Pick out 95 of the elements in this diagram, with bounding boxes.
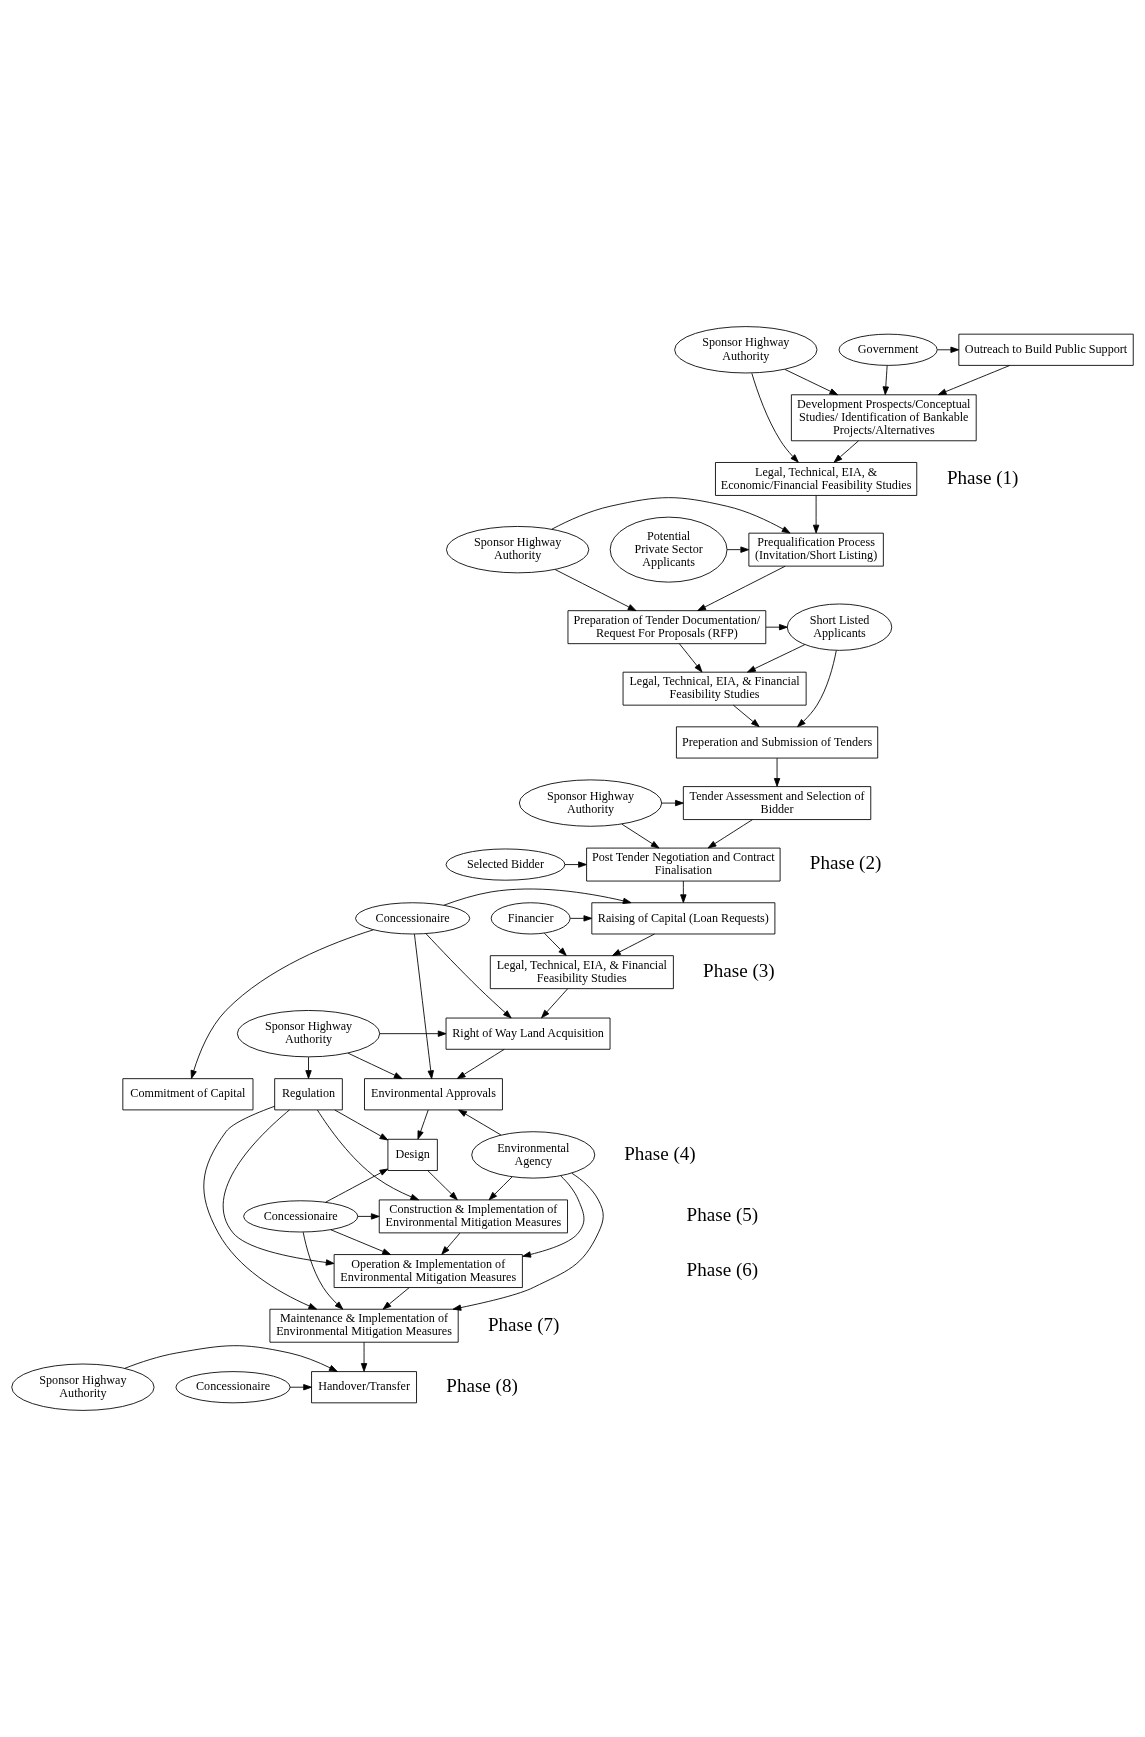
arrow bbox=[443, 888, 632, 906]
arrow bbox=[661, 799, 684, 807]
node-box: Legal, Technical, EIA, & Financial Feasibility Studies bbox=[489, 955, 674, 990]
node-box: Design bbox=[387, 1138, 438, 1171]
arrow bbox=[203, 1105, 318, 1310]
arrow bbox=[569, 915, 593, 922]
arrow bbox=[289, 1384, 312, 1391]
node-ellipse: Concessionaire bbox=[175, 1371, 291, 1404]
node-box: Legal, Technical, EIA, & Financial Feasibility Studies bbox=[622, 671, 807, 706]
node-box: Operation & Implementation of Environmental Mitigation Measures bbox=[333, 1254, 523, 1288]
arrow bbox=[765, 624, 788, 631]
arrow bbox=[882, 365, 889, 396]
node-box: Handover/Transfer bbox=[311, 1371, 417, 1404]
arrow bbox=[543, 932, 567, 956]
arrow bbox=[812, 495, 820, 534]
node-box: Raising of Capital (Loan Requests) bbox=[591, 902, 776, 935]
arrow bbox=[452, 1172, 604, 1311]
arrow bbox=[833, 440, 860, 463]
node-box: Environmental Approvals bbox=[364, 1078, 503, 1111]
arrow bbox=[302, 1231, 344, 1310]
arrow bbox=[357, 1213, 380, 1220]
node-box: Development Prospects/Conceptual Studies/ Identification of Bankable Projects/Alternatives bbox=[790, 394, 977, 442]
node-ellipse: Potential Private Sector Applicants bbox=[609, 516, 728, 583]
arrow bbox=[427, 1170, 458, 1201]
arrow bbox=[414, 933, 434, 1080]
arrow bbox=[784, 369, 839, 396]
arrow bbox=[441, 1232, 461, 1255]
label: Phase (5) bbox=[686, 1204, 759, 1226]
label: Phase (8) bbox=[446, 1375, 518, 1397]
arrow bbox=[937, 346, 960, 353]
arrow bbox=[697, 565, 786, 612]
arrow bbox=[522, 1175, 585, 1258]
arrow bbox=[680, 880, 687, 904]
node-box: Commitment of Capital bbox=[122, 1078, 254, 1111]
arrow bbox=[347, 1052, 403, 1080]
node-box: Construction & Implementation of Environmental Mitigation Measures bbox=[378, 1199, 568, 1234]
arrow bbox=[382, 1287, 410, 1310]
node-ellipse: Selected Bidder bbox=[445, 848, 566, 881]
arrow bbox=[488, 1176, 513, 1201]
node-box: Post Tender Negotiation and Contract Finalisation bbox=[586, 847, 781, 882]
node-ellipse: Sponsor Highway Authority bbox=[674, 326, 818, 374]
node-box: Prequalification Process (Invitation/Short Listing) bbox=[748, 532, 884, 567]
arrow bbox=[621, 823, 660, 849]
node-ellipse: Sponsor Highway Authority bbox=[236, 1010, 381, 1058]
arrow bbox=[124, 1345, 338, 1372]
arrow bbox=[564, 861, 587, 868]
arrow bbox=[305, 1056, 312, 1079]
arrow bbox=[551, 497, 791, 534]
node-box: Preperation and Submission of Tenders bbox=[675, 726, 879, 759]
arrow bbox=[330, 1229, 391, 1255]
node-box: Regulation bbox=[274, 1078, 343, 1111]
node-ellipse: Sponsor Highway Authority bbox=[518, 779, 663, 827]
node-box: Preparation of Tender Documentation/ Request For Proposals (RFP) bbox=[567, 610, 767, 645]
arrow bbox=[707, 819, 753, 849]
arrow bbox=[747, 644, 806, 673]
arrow bbox=[190, 929, 374, 1079]
arrow bbox=[612, 933, 655, 956]
arrow bbox=[458, 1109, 502, 1136]
arrow bbox=[751, 372, 799, 463]
node-ellipse: Short Listed Applicants bbox=[786, 603, 893, 651]
node-ellipse: Government bbox=[838, 333, 938, 366]
node-box: Maintenance & Implementation of Environmental Mitigation Measures bbox=[269, 1308, 459, 1343]
label: Phase (6) bbox=[686, 1258, 759, 1280]
arrow bbox=[417, 1109, 429, 1140]
node-box: Legal, Technical, EIA, & Economic/Financial Feasibility Studies bbox=[715, 462, 918, 496]
arrow bbox=[678, 643, 703, 673]
label: Phase (2) bbox=[809, 852, 882, 874]
arrow bbox=[360, 1341, 368, 1372]
arrow bbox=[425, 933, 512, 1019]
node-ellipse: Concessionaire bbox=[355, 902, 471, 935]
node-ellipse: Concessionaire bbox=[243, 1200, 359, 1233]
arrow bbox=[316, 1109, 420, 1201]
node-ellipse: Environmental Agency bbox=[471, 1131, 596, 1179]
arrow bbox=[797, 650, 837, 728]
label: Phase (7) bbox=[487, 1313, 560, 1335]
arrow bbox=[325, 1168, 389, 1203]
label: Phase (1) bbox=[946, 466, 1019, 488]
node-box: Outreach to Build Public Support bbox=[958, 333, 1134, 366]
arrow bbox=[937, 365, 1011, 396]
node-ellipse: Sponsor Highway Authority bbox=[446, 526, 590, 574]
arrow bbox=[554, 569, 637, 612]
arrow bbox=[732, 704, 760, 728]
arrow bbox=[726, 546, 750, 553]
node-box: Right of Way Land Acquisition bbox=[445, 1017, 611, 1050]
label: Phase (3) bbox=[703, 960, 775, 982]
arrow bbox=[773, 757, 781, 787]
arrow bbox=[334, 1109, 389, 1141]
arrow bbox=[223, 1109, 335, 1266]
arrow bbox=[456, 1048, 505, 1079]
label: Phase (4) bbox=[624, 1142, 696, 1164]
arrow bbox=[379, 1030, 447, 1037]
node-ellipse: Sponsor Highway Authority bbox=[11, 1363, 155, 1411]
arrow bbox=[541, 988, 569, 1019]
node-ellipse: Financier bbox=[490, 902, 571, 935]
node-box: Tender Assessment and Selection of Bidder bbox=[682, 786, 872, 820]
